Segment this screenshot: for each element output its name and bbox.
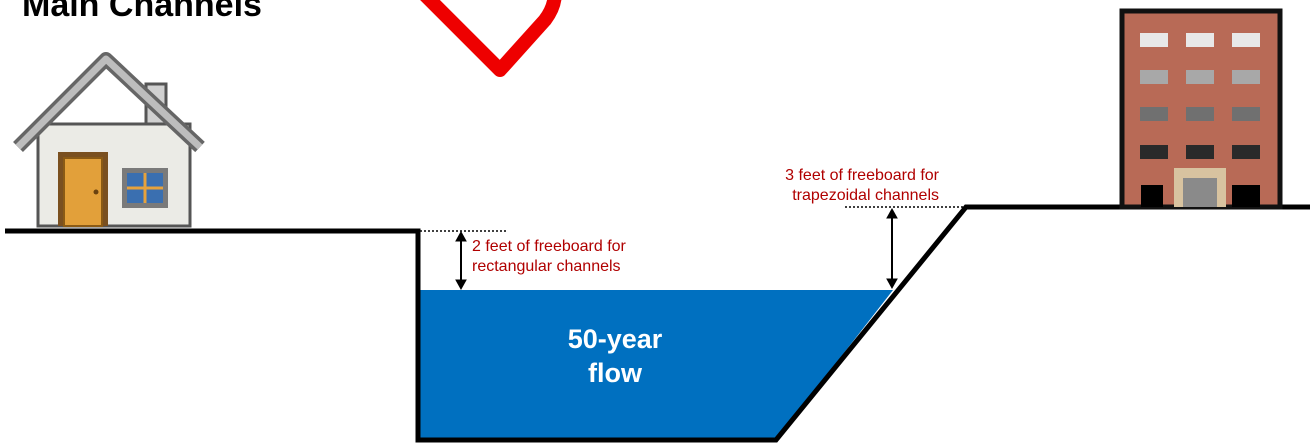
building-window: [1140, 70, 1168, 84]
building-icon: [1119, 8, 1283, 210]
red-shape-icon: [420, 0, 562, 77]
rect-freeboard-note: 2 feet of freeboard for rectangular chan…: [472, 237, 626, 277]
water-flow-area: [418, 290, 893, 440]
building-window: [1186, 145, 1214, 159]
trap-freeboard-note: 3 feet of freeboard for trapezoidal chan…: [729, 166, 939, 206]
rect-freeboard-note-line2: rectangular channels: [472, 258, 621, 275]
house-icon: [13, 52, 205, 228]
rect-freeboard-note-line1: 2 feet of freeboard for: [472, 238, 626, 255]
building-window: [1186, 33, 1214, 47]
water-flow-line1: 50-year: [567, 324, 663, 354]
water-flow-label: 50-year flow: [515, 322, 715, 390]
trap-freeboard-arrow: [886, 207, 898, 290]
building-window: [1186, 107, 1214, 121]
trap-freeboard-note-line2: trapezoidal channels: [792, 187, 939, 204]
building-window: [1140, 107, 1168, 121]
building-window: [1140, 145, 1168, 159]
building-window: [1232, 107, 1260, 121]
building-window: [1186, 70, 1214, 84]
water-flow-line2: flow: [588, 358, 642, 388]
page-title: Main Channels: [22, 0, 262, 24]
building-window: [1232, 145, 1260, 159]
rect-freeboard-arrow: [455, 230, 467, 291]
building-window: [1232, 70, 1260, 84]
building-window: [1140, 33, 1168, 47]
trap-freeboard-note-line1: 3 feet of freeboard for: [785, 167, 939, 184]
building-window: [1232, 33, 1260, 47]
ground-profile: [5, 204, 1310, 443]
